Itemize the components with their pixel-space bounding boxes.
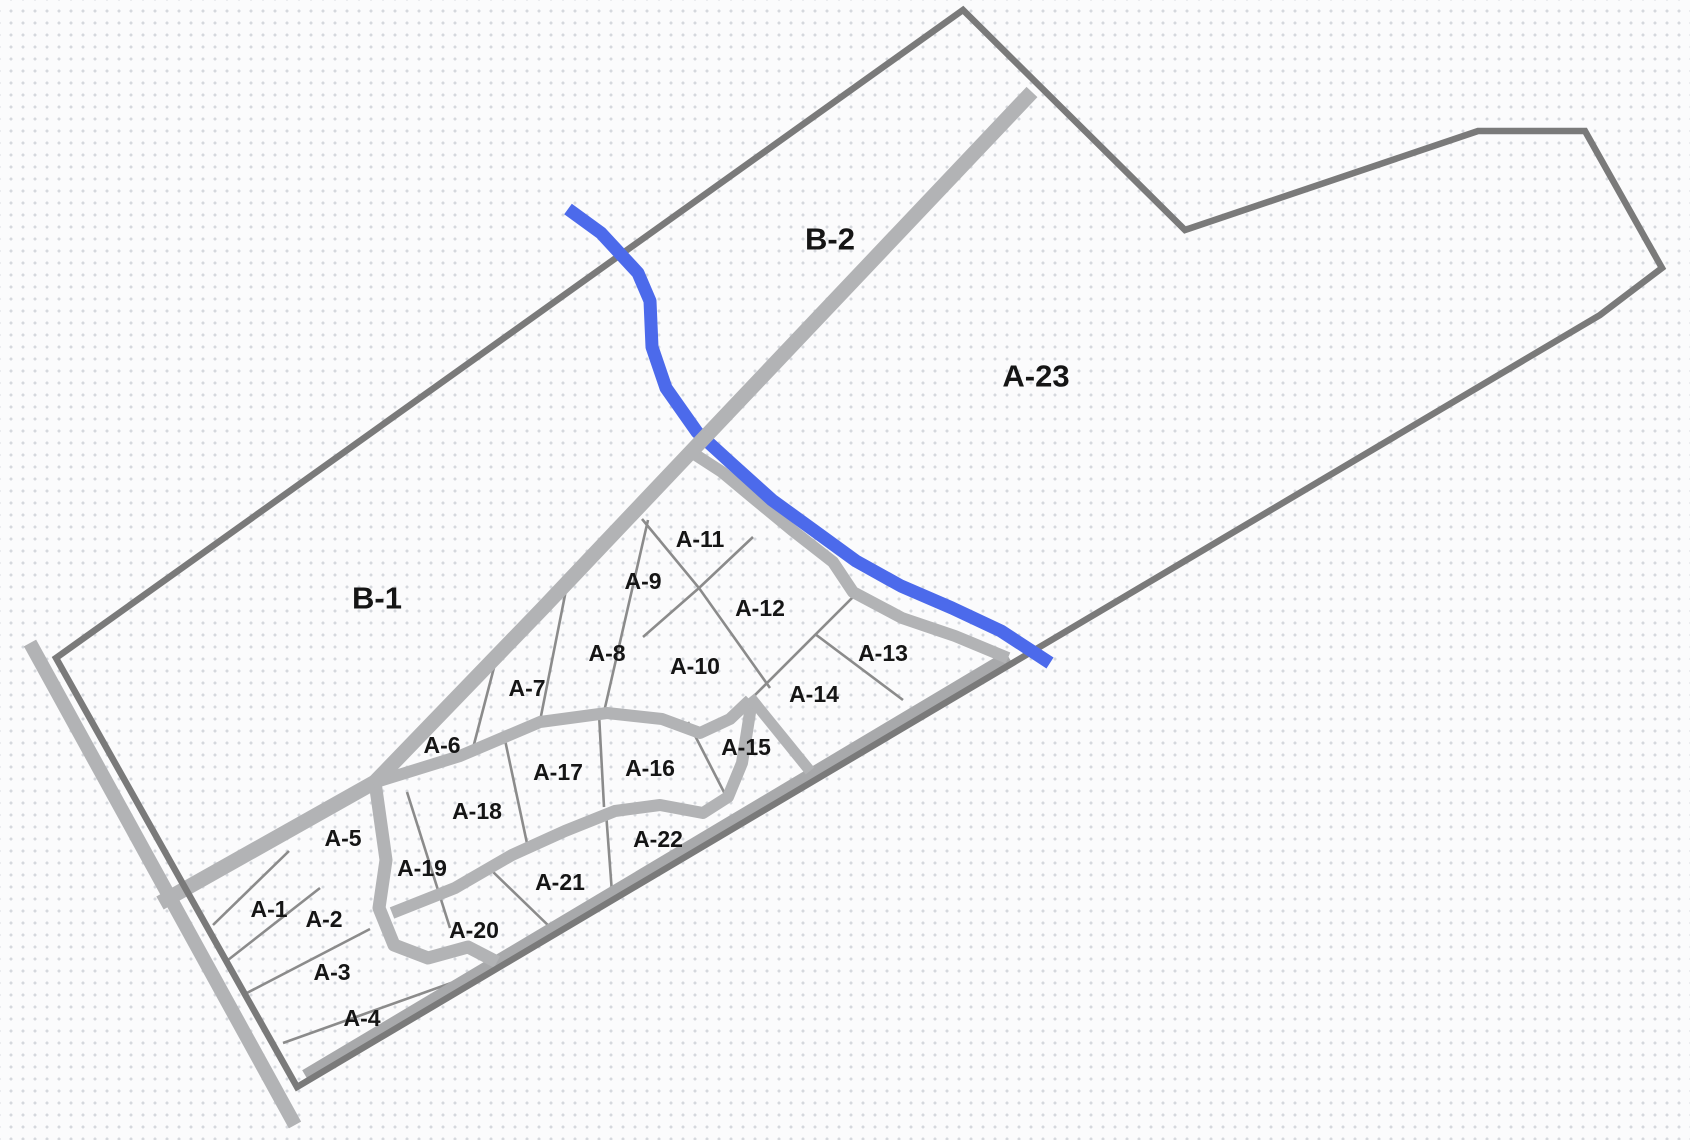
parcel-division-lines [212, 518, 904, 1045]
parcel-label-a-10: A-10 [670, 653, 720, 679]
riverside-road [684, 444, 1011, 664]
inner-arc-road-south [389, 699, 758, 919]
link-road [745, 693, 815, 775]
parcel-label-a-6: A-6 [423, 732, 460, 758]
parcel-label-a-17: A-17 [533, 759, 583, 785]
parcel-label-a-16: A-16 [625, 755, 675, 781]
parcel-label-a-21: A-21 [535, 869, 585, 895]
zone-label-a-23: A-23 [1002, 359, 1069, 394]
parcel-label-a-20: A-20 [449, 917, 499, 943]
main-road [369, 86, 1038, 788]
parcel-label-a-14: A-14 [789, 681, 839, 707]
property-boundary [51, 5, 1667, 1092]
parcel-label-a-11: A-11 [676, 526, 725, 552]
inner-arc-road-north [371, 695, 755, 789]
parcel-label-a-9: A-9 [624, 568, 661, 594]
parcel-label-a-3: A-3 [313, 959, 350, 985]
left-perimeter-road [23, 639, 302, 1129]
parcel-label-a-1: A-1 [250, 896, 287, 922]
parcel-label-a-7: A-7 [508, 675, 545, 701]
parcel-label-a-8: A-8 [588, 640, 625, 666]
parcel-label-a-18: A-18 [452, 798, 502, 824]
parcel-label-a-2: A-2 [305, 906, 342, 932]
parcel-label-a-13: A-13 [858, 640, 908, 666]
bottom-perimeter-road [302, 651, 1011, 1080]
zone-label-b-1: B-1 [352, 581, 402, 616]
loop-road-west [368, 781, 500, 968]
parcel-label-a-19: A-19 [397, 855, 447, 881]
parcel-label-a-15: A-15 [721, 734, 771, 760]
river [564, 203, 1054, 669]
main-road-tail [156, 775, 379, 910]
zone-label-b-2: B-2 [805, 222, 855, 257]
parcel-label-a-12: A-12 [735, 595, 785, 621]
parcel-label-a-5: A-5 [324, 825, 361, 851]
parcel-label-a-4: A-4 [343, 1005, 380, 1031]
parcel-label-a-22: A-22 [633, 826, 683, 852]
